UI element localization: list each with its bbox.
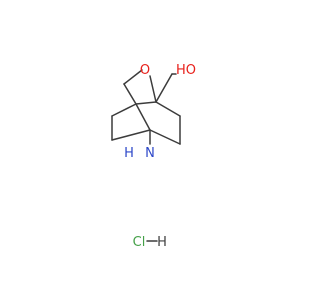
bond-c1-c2 [135, 101, 157, 105]
bond-c1-ch2 [155, 73, 173, 103]
bond-c2-c4 [135, 103, 151, 131]
hydrogen-label: H [157, 235, 167, 250]
bond-oring-ch2 [123, 69, 143, 85]
molecule-structure: O HO N H Cl H [111, 63, 196, 250]
hydroxyl-label: HO [176, 63, 196, 78]
amine-n-label: N [145, 146, 155, 161]
bond-c1-c3 [155, 101, 181, 117]
structure-canvas: O HO N H Cl H [111, 63, 197, 250]
ring-oxygen-label: O [140, 63, 150, 78]
bond-c2-c6 [111, 103, 137, 117]
bond-lines [111, 69, 181, 242]
bond-c7-c4 [111, 129, 151, 141]
bond-c1-oring [149, 75, 157, 103]
bond-ch2-c2 [123, 83, 137, 105]
chlorine-label: Cl [133, 235, 146, 250]
bond-c4-c5 [149, 129, 181, 145]
amine-h-label: H [124, 146, 134, 161]
